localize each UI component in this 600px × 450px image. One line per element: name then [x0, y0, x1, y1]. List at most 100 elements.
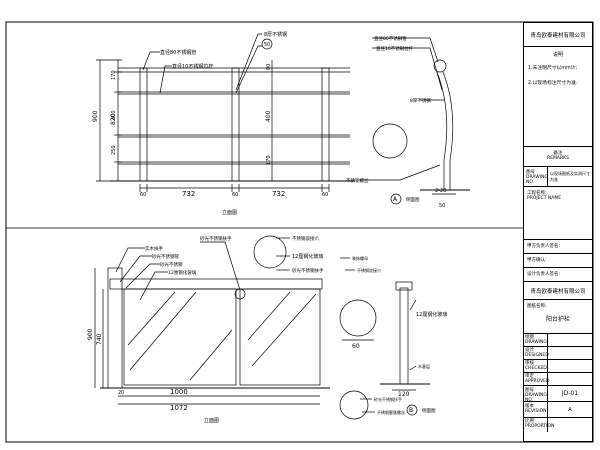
caption: 立面图: [222, 209, 237, 216]
top-elevation: [96, 33, 355, 192]
leader-line: [115, 247, 145, 273]
handrail-section: [395, 281, 413, 291]
bottom-side-labels: 装饰螺母 不锈钢驳接爪 12厘钢化玻璃 木基层 砂光不锈钢扶手 不锈钢膨胀螺丝 …: [352, 255, 447, 415]
dim-label-h: 60: [140, 192, 146, 198]
callout-label: 12厘钢化玻璃: [168, 269, 197, 276]
handrail: [109, 278, 323, 290]
caption: 侧面图: [422, 407, 436, 414]
detail-circle: [253, 235, 287, 269]
dim-label-v: 900: [92, 110, 99, 122]
dim-label-h: 732: [272, 190, 285, 198]
dim-label-h: 1000: [170, 388, 188, 396]
confirm-row: 甲方确认:: [524, 254, 592, 268]
remarks-row: 备注 REMARKS: [524, 147, 592, 167]
company-header: 青岛欧泰建材有限公司: [524, 23, 592, 47]
version: A: [568, 406, 572, 413]
project-cn: 工程名称:: [527, 191, 547, 196]
dim-label-v: 740: [96, 333, 103, 345]
callout-label: 不锈钢驳接爪: [357, 267, 381, 273]
leader-line: [372, 47, 443, 91]
top-side-section: [360, 37, 470, 205]
leader-line: [159, 65, 172, 94]
callout-label: 12厘钢化玻璃: [416, 311, 447, 318]
glass-hatch: [251, 293, 317, 367]
bottom-labels: 实木扶手 砂光不锈钢管 砂光不锈钢 12厘钢化玻璃 砂光不锈钢扶手 不锈钢驳接爪…: [87, 235, 324, 424]
glass-hatch: [127, 291, 176, 346]
callout-label: 木基层: [418, 363, 430, 369]
dim-label-h: 60: [322, 192, 328, 198]
detail-marker: [406, 404, 418, 416]
glass-panel: [239, 288, 321, 386]
remarks-en: REMARKS: [547, 156, 569, 161]
dim-label-h: 1072: [170, 404, 188, 412]
caption: 立面图: [204, 417, 219, 424]
leader-line: [235, 33, 262, 91]
glass-hatch: [189, 329, 233, 381]
callout-label: 砂光不锈钢扶手: [292, 267, 324, 274]
dim-label-v: 170: [266, 155, 272, 165]
leader-line: [409, 299, 417, 311]
dim-label: 2-20: [435, 188, 446, 194]
callout-label: 砂光不锈钢管: [152, 253, 179, 260]
callout-label: 直径80不锈钢管: [374, 35, 407, 42]
callout-label: 砂光不锈钢扶手: [200, 235, 232, 242]
dim-label-v: 80: [266, 64, 272, 70]
bottom-side-section: [339, 257, 430, 420]
callout-label: 直径80不锈钢管: [160, 49, 196, 56]
post-curve: [436, 71, 454, 190]
callout-label: 不锈钢膨胀螺丝: [377, 409, 405, 415]
leader-line: [139, 271, 168, 301]
callout-label: 不锈钢螺丝: [346, 177, 369, 184]
callout-label: 直径10不锈钢拉杆: [376, 45, 414, 52]
leader-line: [200, 241, 241, 291]
project-row: 工程名称: PROJECT NAME: [524, 187, 592, 240]
leader-line: [142, 51, 160, 71]
tube-section: [433, 59, 447, 73]
callout-label: 砂光不锈钢: [160, 261, 183, 268]
dim-label-h: 20: [118, 390, 124, 396]
detail-circle: [372, 123, 408, 159]
callout-label: 8厚不锈钢: [410, 97, 431, 104]
dim-label: 120: [398, 391, 410, 398]
notes-line: 1.未注明尺寸以mm计;: [528, 66, 578, 71]
dim-label-v: 900: [87, 328, 94, 340]
dim-label-h: 732: [182, 190, 195, 198]
drawing-no: JD-01: [561, 390, 579, 397]
dim-label-v: 170: [111, 70, 117, 80]
top-labels: 直径80不锈钢管 直径10不锈钢拉杆 8厚不锈钢 50 60 732 60 73…: [92, 31, 328, 216]
detail-marker: [390, 193, 402, 205]
dim-label-v: 400: [111, 110, 117, 120]
marker-letter: A: [393, 196, 398, 203]
project-en: PROJECT NAME: [527, 196, 562, 201]
notes-title: 说明: [552, 52, 563, 58]
designer-sign-row: 设计负责人签名:: [524, 268, 592, 282]
leader-line: [119, 255, 152, 283]
marker-letter: B: [409, 407, 413, 414]
top-side-labels: 直径80不锈钢管 直径10不锈钢拉杆 8厚不锈钢 不锈钢螺丝 A 2-20 50…: [346, 35, 446, 209]
drawing-row-note: 以现场图纸及实测尺寸为准: [550, 171, 590, 182]
detail-circle: [339, 299, 377, 337]
caption: 侧面图: [406, 196, 420, 203]
dim-label-v: 250: [111, 145, 117, 155]
drawing-name-row: 图纸名称: 阳台护栏: [524, 300, 592, 334]
callout-label: 实木扶手: [145, 245, 163, 252]
detail-circle: [339, 390, 369, 420]
leader-line: [372, 37, 439, 63]
dim-label: 60: [352, 343, 360, 350]
remarks-cn: 备注: [553, 151, 563, 156]
detail-marker: [261, 38, 273, 50]
glass-hatch: [247, 291, 291, 341]
leader-line: [409, 365, 417, 371]
drawing-name-label: 图纸名称:: [527, 304, 547, 309]
glass-panel: [123, 288, 237, 386]
sheet-border: [5, 21, 594, 443]
callout-label: 砂光不锈钢扶手: [374, 396, 402, 402]
